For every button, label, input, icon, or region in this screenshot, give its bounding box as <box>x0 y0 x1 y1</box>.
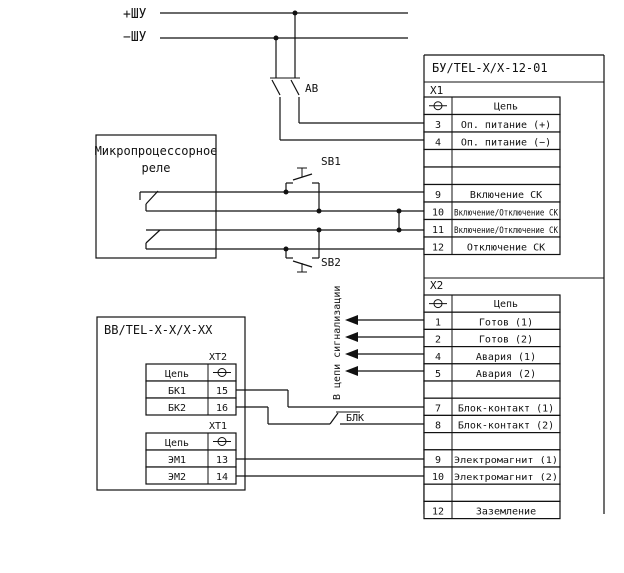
circuit-label: Электромагнит (1) <box>454 456 558 466</box>
x2-name: X2 <box>430 279 443 292</box>
header-label: Цепь <box>494 102 518 113</box>
sb1-label: SB1 <box>321 155 341 168</box>
control-unit-title: БУ/TEL-X/X-12-01 <box>432 61 548 75</box>
power-buses: +ШУ −ШУ <box>123 7 408 45</box>
terminal-number: 16 <box>216 403 228 414</box>
terminal-number: 10 <box>432 472 444 483</box>
terminal-number: 12 <box>432 243 444 254</box>
terminal-number: 7 <box>435 403 441 414</box>
terminal-number: 2 <box>435 335 441 346</box>
relay-title-line2: реле <box>142 161 171 175</box>
circuit-label: Заземление <box>476 507 536 518</box>
blk-label: БЛК <box>346 413 364 424</box>
circuit-label: Авария (2) <box>476 369 536 380</box>
circuit-label: Блок-контакт (1) <box>458 403 554 414</box>
x2-terminal-table: Цепь 1 Готов (1) 2 Готов (2) 4 Авария (1) 5 Авар… <box>423 294 561 520</box>
table-row <box>423 148 561 168</box>
circuit-breaker: АВ <box>270 13 424 141</box>
table-row <box>423 380 561 399</box>
push-buttons: SB1 SB2 <box>283 155 402 273</box>
circuit-label: Оп. питание (−) <box>461 138 551 149</box>
table-row <box>423 483 561 503</box>
terminal-number: 1 <box>435 317 441 328</box>
header-label: Цепь <box>165 438 189 449</box>
vv-bu-wiring: БЛК <box>236 389 424 477</box>
circuit-label: ЭМ1 <box>168 455 186 466</box>
circuit-label: Авария (1) <box>476 352 536 363</box>
circuit-label: БК1 <box>168 386 186 397</box>
terminal-number: 10 <box>432 208 444 219</box>
terminal-number: 14 <box>216 472 228 483</box>
relay-block: Микропроцессорное реле <box>95 134 424 259</box>
breaker-label: АВ <box>305 82 319 95</box>
terminal-number: 5 <box>435 369 441 380</box>
terminal-number: 9 <box>435 190 441 201</box>
table-row <box>423 166 561 186</box>
signal-label: В цепи сигнализации <box>332 286 343 400</box>
terminal-number: 4 <box>435 138 441 149</box>
circuit-label: Электромагнит (2) <box>454 473 558 483</box>
xt2-name: XT2 <box>209 352 227 363</box>
terminal-number: 12 <box>432 507 444 518</box>
circuit-label: Блок-контакт (2) <box>458 421 554 432</box>
terminal-number: 9 <box>435 455 441 466</box>
terminal-number: 8 <box>435 421 441 432</box>
terminal-number: 13 <box>216 455 228 466</box>
relay-title-line1: Микропроцессорное <box>95 144 218 158</box>
terminal-number: 11 <box>432 225 444 236</box>
terminal-number: 3 <box>435 120 441 131</box>
control-unit: БУ/TEL-X/X-12-01 X1 Цепь 3 Оп. питание (+)… <box>423 54 605 520</box>
bus-plus-label: +ШУ <box>123 7 147 22</box>
circuit-label: ЭМ2 <box>168 472 186 483</box>
circuit-label: Готов (1) <box>479 317 533 328</box>
circuit-label: Готов (2) <box>479 335 533 346</box>
circuit-label: Включение/Отключение СК <box>454 226 558 236</box>
terminal-number: 15 <box>216 386 228 397</box>
circuit-label: БК2 <box>168 403 186 414</box>
circuit-label: Оп. питание (+) <box>461 120 551 131</box>
table-row <box>423 432 561 451</box>
header-label: Цепь <box>494 299 518 310</box>
signal-arrows: В цепи сигнализации <box>332 286 424 400</box>
x1-name: X1 <box>430 84 443 97</box>
header-label: Цепь <box>165 369 189 380</box>
table-row <box>423 236 561 256</box>
circuit-label: Включение СК <box>470 190 542 201</box>
table-row <box>423 500 561 520</box>
sb2-label: SB2 <box>321 256 341 269</box>
terminal-number: 4 <box>435 352 441 363</box>
vv-title: ВВ/TEL-X-X/X-XX <box>104 323 213 337</box>
circuit-label: Включение/Отключение СК <box>454 209 558 219</box>
xt1-name: XT1 <box>209 421 227 432</box>
circuit-label: Отключение СК <box>467 243 545 254</box>
bus-minus-label: −ШУ <box>123 30 147 45</box>
